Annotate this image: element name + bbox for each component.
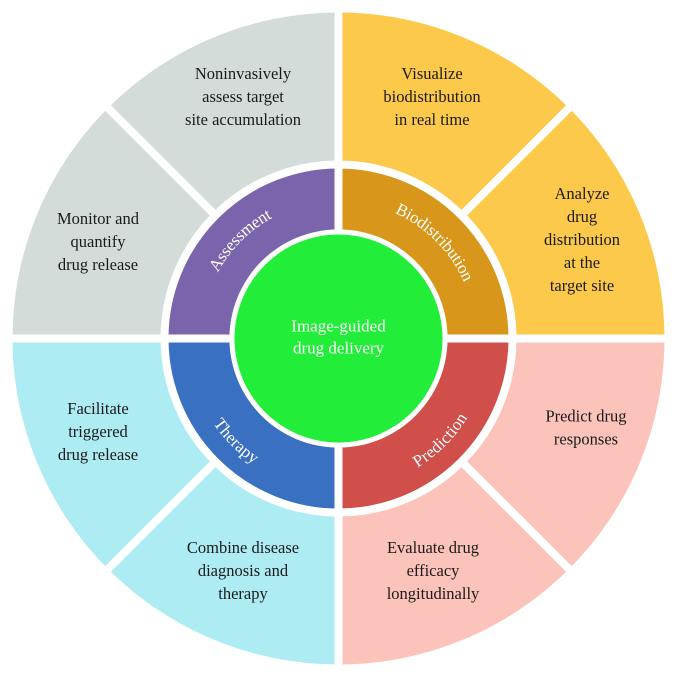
outer-label-6: Facilitate triggered drug release	[58, 399, 138, 464]
outer-label-line: diagnosis and	[198, 561, 289, 580]
center-label: Image-guided drug delivery	[291, 316, 386, 357]
outer-label-line: target site	[550, 276, 614, 295]
outer-label-5: Combine disease diagnosis and therapy	[187, 538, 299, 603]
outer-label-1: Visualize biodistribution in real time	[383, 64, 480, 129]
separator-line	[103, 458, 219, 574]
outer-label-line: Predict drug	[545, 406, 626, 425]
outer-label-line: Analyze	[555, 184, 610, 203]
segment-separators	[10, 10, 667, 667]
outer-label-line: drug release	[58, 255, 138, 274]
outer-label-line: triggered	[68, 422, 128, 441]
outer-label-line: Evaluate drug	[387, 538, 479, 557]
separator-line	[103, 103, 219, 219]
outer-label-8: Noninvasively assess target site accumulat…	[185, 64, 301, 129]
center-label-line: Image-guided	[291, 316, 386, 335]
outer-label-line: drug	[567, 207, 597, 226]
outer-label-line: assess target	[202, 87, 284, 106]
outer-label-line: Monitor and	[57, 209, 140, 228]
ring-segment-biodistribution	[338, 164, 513, 339]
outer-label-line: Visualize	[401, 64, 462, 83]
outer-label-line: drug release	[58, 445, 138, 464]
ring-segment-therapy	[164, 338, 339, 513]
separator-line	[458, 103, 574, 219]
outer-label-line: Noninvasively	[195, 64, 292, 83]
ring-segment-prediction	[338, 338, 513, 513]
outer-label-line: Facilitate	[67, 399, 128, 418]
center-hub: Image-guided drug delivery	[229, 229, 448, 448]
outer-label-line: therapy	[218, 584, 268, 603]
outer-label-4: Evaluate drug efficacy longitudinally	[387, 538, 480, 603]
outer-label-line: site accumulation	[185, 110, 301, 129]
outer-label-line: at the	[564, 253, 600, 272]
outer-label-line: biodistribution	[383, 87, 480, 106]
outer-label-line: in real time	[394, 110, 469, 129]
outer-label-3: Predict drug responses	[545, 406, 626, 448]
middle-ring: BiodistributionPredictionTherapyAssessme…	[10, 10, 667, 667]
outer-label-line: efficacy	[407, 561, 461, 580]
center-circle	[234, 234, 443, 443]
outer-label-line: quantify	[71, 232, 127, 251]
outer-label-2: Analyze drug distribution at the target site	[544, 184, 620, 295]
separator-line	[458, 458, 574, 574]
outer-label-line: responses	[554, 429, 618, 448]
ring-divider-circle	[160, 160, 517, 517]
outer-label-line: longitudinally	[387, 584, 480, 603]
center-label-line: drug delivery	[293, 338, 385, 357]
ring-segment-assessment	[164, 164, 339, 339]
outer-label-line: distribution	[544, 230, 620, 249]
outer-label-7: Monitor and quantify drug release	[57, 209, 140, 274]
outer-label-line: Combine disease	[187, 538, 299, 557]
